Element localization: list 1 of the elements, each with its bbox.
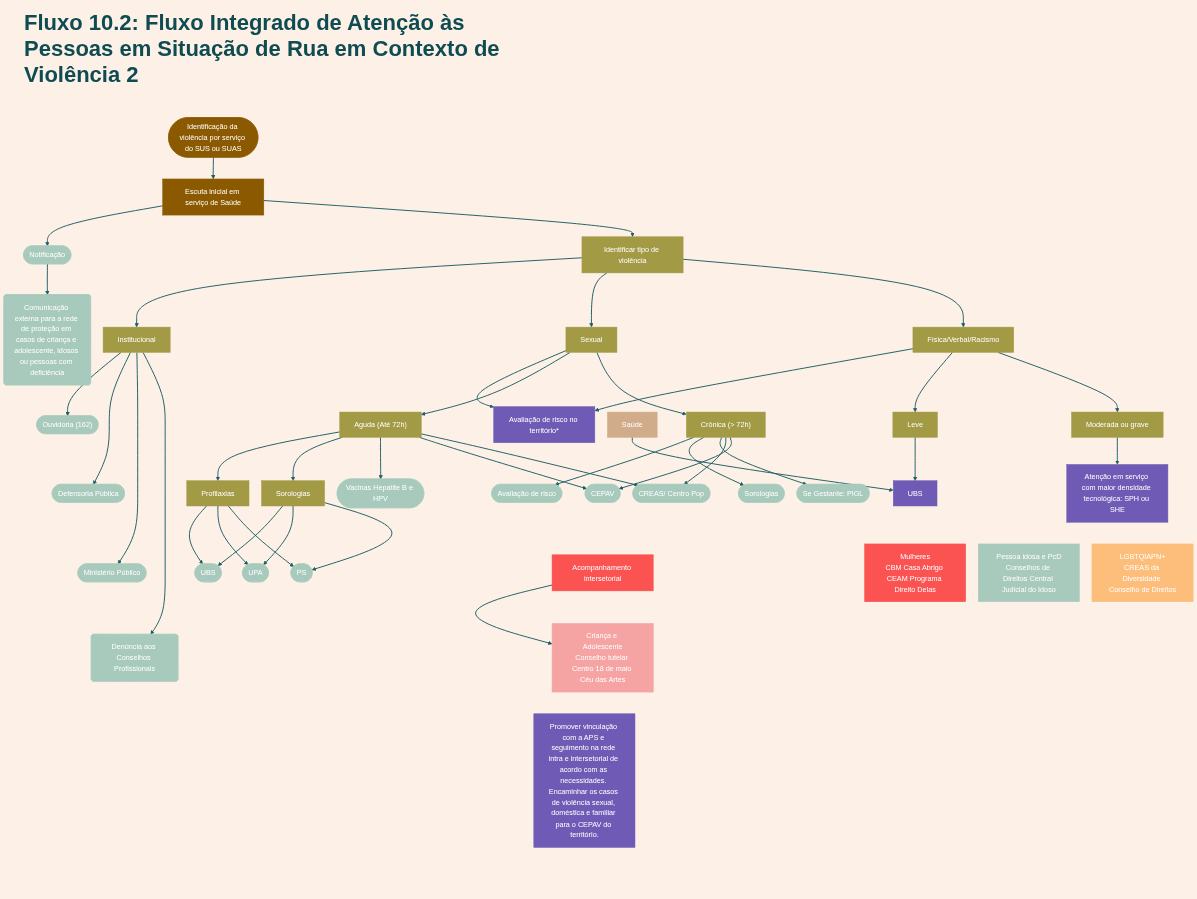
title: Fluxo 10.2: Fluxo Integrado de Atenção às Pessoas em Situação de Rua em Contexto de Violência 2 bbox=[24, 10, 501, 88]
